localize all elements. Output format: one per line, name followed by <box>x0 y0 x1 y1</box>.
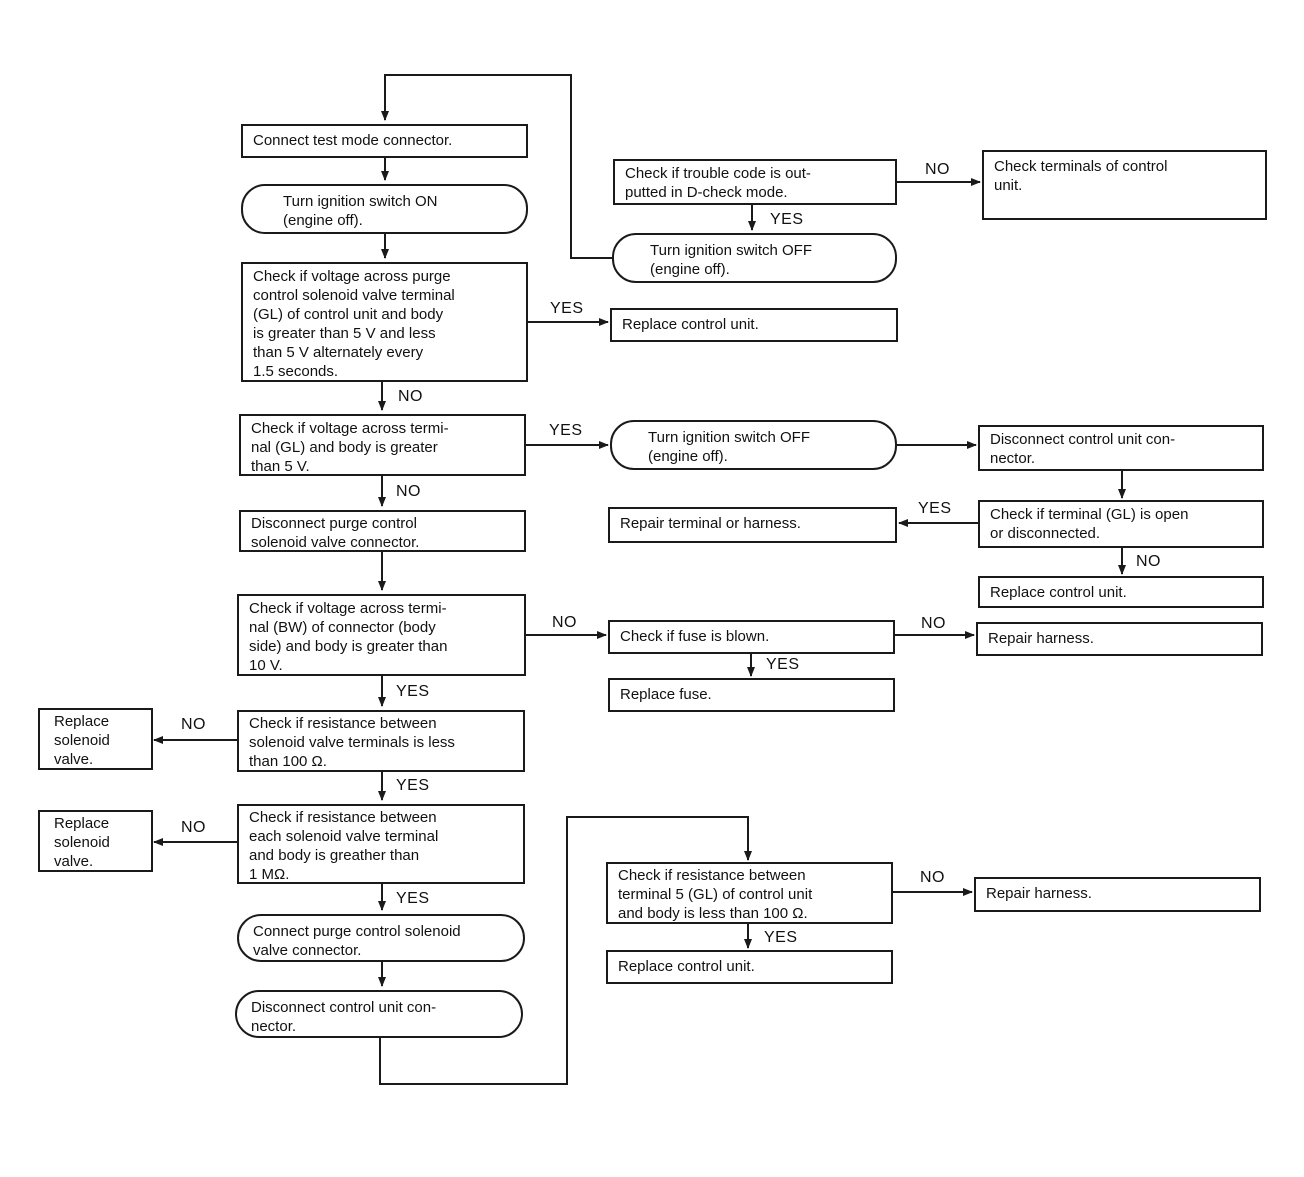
label-no-gl-body: NO <box>920 869 945 886</box>
check-fuse-blown: Check if fuse is blown. <box>608 620 895 654</box>
label-no-solenoid-resistance: NO <box>181 716 206 733</box>
step-disconnect-control-unit-connector: Disconnect control unit con- nector. <box>235 990 523 1038</box>
step-replace-fuse: Replace fuse. <box>608 678 895 712</box>
label-no-gl-5v: NO <box>396 483 421 500</box>
label-yes-terminal-body: YES <box>396 890 430 907</box>
step-ignition-on: Turn ignition switch ON (engine off). <box>241 184 528 234</box>
label-yes-fuse: YES <box>766 656 800 673</box>
step-ignition-off-mid: Turn ignition switch OFF (engine off). <box>610 420 897 470</box>
check-gl-body-resistance: Check if resistance between terminal 5 (… <box>606 862 893 924</box>
check-terminal-body-resistance: Check if resistance between each solenoi… <box>237 804 525 884</box>
label-yes-gl-body: YES <box>764 929 798 946</box>
step-ignition-off-top: Turn ignition switch OFF (engine off). <box>612 233 897 283</box>
loop-arrow-to-start <box>381 74 612 259</box>
label-yes-gl-5v: YES <box>549 422 583 439</box>
label-yes-bw-10v: YES <box>396 683 430 700</box>
label-no-gl-open: NO <box>1136 553 1161 570</box>
label-yes-solenoid-resistance: YES <box>396 777 430 794</box>
label-yes-trouble-code: YES <box>770 211 804 228</box>
step-replace-solenoid-1: Replace solenoid valve. <box>38 708 153 770</box>
step-connect-solenoid-connector: Connect purge control solenoid valve con… <box>237 914 525 962</box>
check-terminal-gl-open: Check if terminal (GL) is open or discon… <box>978 500 1264 548</box>
check-solenoid-resistance: Check if resistance between solenoid val… <box>237 710 525 772</box>
check-voltage-bw-10v: Check if voltage across termi- nal (BW) … <box>237 594 526 676</box>
step-disconnect-control-unit-connector-2: Disconnect control unit con- nector. <box>978 425 1264 471</box>
step-check-terminals-control-unit: Check terminals of control unit. <box>982 150 1267 220</box>
step-repair-harness-1: Repair harness. <box>976 622 1263 656</box>
label-no-bw-10v: NO <box>552 614 577 631</box>
step-replace-control-unit-1: Replace control unit. <box>610 308 898 342</box>
step-disconnect-solenoid-connector: Disconnect purge control solenoid valve … <box>239 510 526 552</box>
step-replace-control-unit-2: Replace control unit. <box>978 576 1264 608</box>
step-replace-control-unit-3: Replace control unit. <box>606 950 893 984</box>
arrow-to-ground-check <box>379 816 752 1085</box>
label-no-trouble-code: NO <box>925 161 950 178</box>
label-yes-gl-open: YES <box>918 500 952 517</box>
step-connect-test-mode: Connect test mode connector. <box>241 124 528 158</box>
step-repair-harness-2: Repair harness. <box>974 877 1261 912</box>
label-yes-alternating: YES <box>550 300 584 317</box>
label-no-alternating: NO <box>398 388 423 405</box>
label-no-fuse: NO <box>921 615 946 632</box>
check-voltage-alternating: Check if voltage across purge control so… <box>241 262 528 382</box>
check-trouble-code: Check if trouble code is out- putted in … <box>613 159 897 205</box>
check-voltage-gl-5v: Check if voltage across termi- nal (GL) … <box>239 414 526 476</box>
step-repair-terminal-harness: Repair terminal or harness. <box>608 507 897 543</box>
step-replace-solenoid-2: Replace solenoid valve. <box>38 810 153 872</box>
label-no-terminal-body: NO <box>181 819 206 836</box>
